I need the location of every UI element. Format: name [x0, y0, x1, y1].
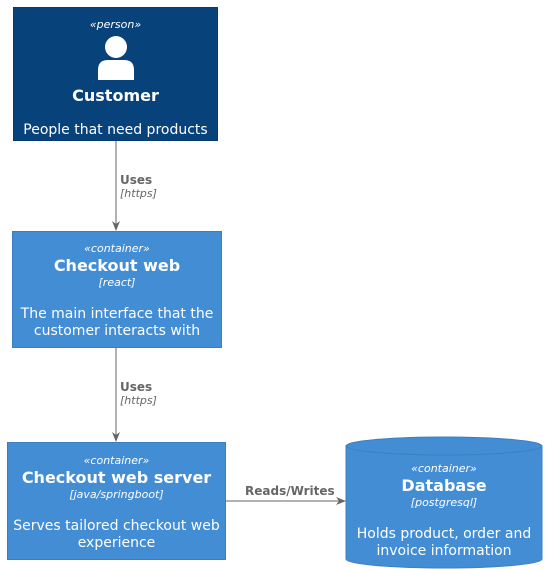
- edge-web-to-server-technology: [https]: [120, 394, 157, 407]
- edge-label-customer-to-web: Uses [https]: [120, 173, 157, 201]
- database-stereotype: «container»: [411, 462, 477, 475]
- checkout-server-description-line1: Serves tailored checkout web: [13, 518, 220, 534]
- checkout-server-technology: [java/springboot]: [69, 488, 164, 501]
- checkout-server-stereotype: «container»: [83, 454, 150, 467]
- checkout-web-stereotype: «container»: [84, 242, 150, 255]
- customer-description: People that need products: [23, 122, 208, 138]
- checkout-web-description-line2: customer interacts with: [33, 323, 201, 339]
- checkout-web-description-line1: The main interface that the: [20, 306, 214, 322]
- database-description-line2: invoice information: [376, 543, 512, 559]
- checkout-server-node[interactable]: «container» Checkout web server [java/sp…: [7, 442, 226, 560]
- checkout-web-node[interactable]: «container» Checkout web [react] The mai…: [12, 231, 222, 348]
- checkout-web-technology: [react]: [98, 276, 136, 289]
- customer-stereotype: «person»: [89, 18, 142, 31]
- edge-server-to-db-label: Reads/Writes: [245, 484, 335, 498]
- checkout-server-title: Checkout web server: [21, 468, 212, 487]
- edge-label-server-to-db: Reads/Writes: [245, 484, 335, 498]
- checkout-web-title: Checkout web: [53, 256, 181, 275]
- database-description-line1: Holds product, order and: [356, 526, 532, 542]
- database-cylinder: [345, 436, 543, 569]
- database-node[interactable]: «container» Database [postgresql] Holds …: [346, 462, 542, 560]
- database-technology: [postgresql]: [410, 496, 478, 509]
- edge-customer-to-web-technology: [https]: [120, 187, 157, 200]
- edge-label-web-to-server: Uses [https]: [120, 380, 157, 408]
- customer-node[interactable]: «person» Customer People that need produ…: [13, 7, 218, 141]
- customer-title: Customer: [72, 86, 159, 105]
- database-title: Database: [401, 476, 487, 495]
- checkout-server-description-line2: experience: [77, 535, 156, 551]
- edge-customer-to-web-label: Uses: [120, 173, 153, 187]
- edge-web-to-server-label: Uses: [120, 380, 153, 394]
- person-icon: [14, 36, 217, 81]
